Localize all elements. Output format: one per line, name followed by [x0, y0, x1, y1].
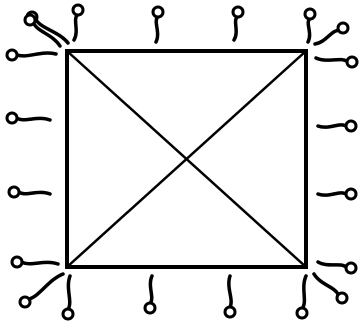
pin	[153, 7, 163, 42]
pin-lead	[318, 193, 346, 195]
pin-lead	[318, 125, 346, 127]
pin	[7, 113, 50, 123]
pin-lead	[315, 30, 339, 44]
component-body	[67, 51, 306, 267]
pin-terminal-ring	[145, 303, 155, 313]
pin-lead	[308, 19, 310, 42]
pin	[314, 274, 347, 303]
pin-terminal-ring	[337, 293, 347, 303]
pin-terminal-ring	[9, 187, 19, 197]
pin-lead	[22, 262, 58, 264]
pin-terminal-ring	[233, 7, 243, 17]
pin-terminal-ring	[12, 257, 22, 267]
pin-terminal-ring	[7, 113, 17, 123]
pin	[305, 9, 315, 42]
pin-lead	[234, 17, 237, 40]
pin-lead	[314, 274, 338, 295]
pin-terminal-ring	[346, 189, 356, 199]
pin-lead	[17, 53, 56, 56]
pin	[233, 7, 243, 40]
pin-terminal-ring	[225, 307, 235, 317]
pin-terminal-ring	[305, 9, 315, 19]
pin-lead	[17, 118, 50, 120]
pin	[63, 276, 73, 319]
pin-terminal-ring	[153, 7, 163, 17]
pin-lead	[303, 276, 306, 308]
pin-lead	[316, 58, 347, 61]
pin	[25, 15, 60, 46]
pin-terminal-ring	[73, 5, 83, 15]
pin-lead	[229, 276, 231, 307]
pin-terminal-ring	[347, 57, 357, 67]
pin-lead	[150, 276, 152, 303]
pin	[9, 187, 50, 197]
pin	[225, 276, 235, 317]
pin-terminal-ring	[20, 297, 30, 307]
pin	[315, 23, 348, 44]
pin	[318, 189, 356, 199]
pin	[12, 257, 58, 267]
pin	[145, 276, 155, 313]
pin-terminal-ring	[346, 263, 356, 273]
pin-terminal-ring	[338, 23, 348, 33]
pin-lead	[318, 262, 346, 267]
pin-terminal-ring	[7, 50, 17, 60]
pin-lead	[68, 276, 70, 309]
pin	[318, 262, 356, 273]
pin-terminal-ring	[63, 309, 73, 319]
pin-lead	[74, 15, 77, 40]
pin	[20, 274, 63, 307]
pin-lead	[19, 192, 50, 194]
pin-lead	[156, 17, 158, 42]
pin	[297, 276, 307, 318]
pin	[318, 121, 356, 131]
pin-lead	[29, 274, 63, 299]
pin	[316, 57, 357, 67]
pin-terminal-ring	[346, 121, 356, 131]
pin	[7, 50, 56, 60]
pin-terminal-ring	[297, 308, 307, 318]
pin-terminal-ring	[25, 15, 35, 25]
pin	[73, 5, 83, 40]
